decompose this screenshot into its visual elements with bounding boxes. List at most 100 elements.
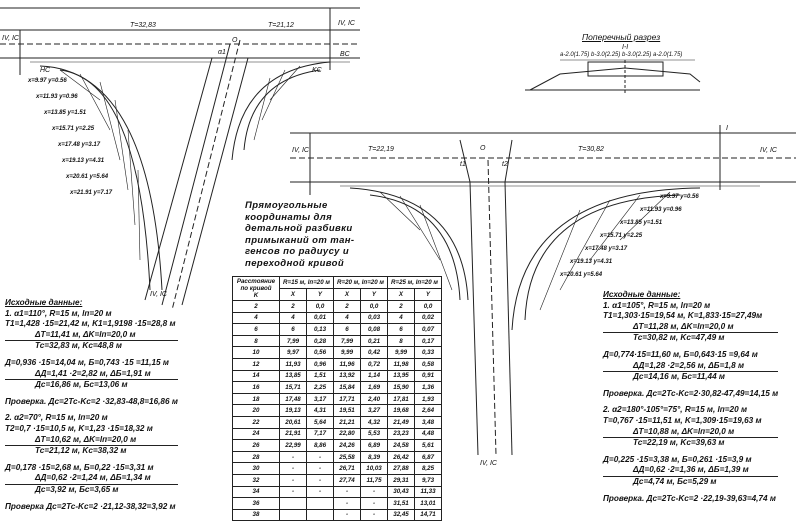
offset-label: x=20.61 y=5.64 bbox=[65, 174, 109, 180]
cell-value: - bbox=[306, 462, 334, 475]
offset-label: x=17.48 y=3.17 bbox=[57, 142, 101, 148]
cell-value: - bbox=[360, 485, 388, 499]
offset-label: x=9.97 y=0.56 bbox=[659, 194, 699, 200]
cell-k: 18 bbox=[232, 392, 280, 406]
cell-k: 24 bbox=[232, 427, 280, 441]
tangent-label-1: T=32,83 bbox=[130, 22, 156, 29]
cell-k: 38 bbox=[232, 508, 280, 521]
block-line: Дc=14,16 м, Бc=11,44 м bbox=[633, 372, 725, 382]
block-line: Tc=22,19 м, Kc=39,63 м bbox=[633, 438, 725, 448]
offset-label: x=15.71 y=2.25 bbox=[51, 126, 95, 132]
cell-value: 2 bbox=[279, 300, 307, 313]
cell-value: - bbox=[333, 497, 361, 510]
header-k: K bbox=[253, 292, 259, 299]
caption-line: детальной разбивки bbox=[245, 223, 353, 235]
cross-section-subtitle: I-I bbox=[622, 44, 629, 51]
road-label-bc: BC bbox=[340, 51, 351, 58]
caption-line: переходной кривой bbox=[245, 257, 345, 269]
block-line: T2=0,7 ·15=10,5 м, K=1,23 ·15=18,32 м bbox=[5, 423, 153, 433]
cell-k: 28 bbox=[232, 450, 280, 464]
cell-value bbox=[306, 497, 334, 510]
header-group-r20: R=20 м, lп=20 м bbox=[333, 276, 388, 289]
left-hatching bbox=[59, 65, 301, 261]
cell-value: - bbox=[333, 508, 361, 521]
block-line: ΔД=1,28 ·2=2,56 м, ΔБ=1,8 м bbox=[603, 361, 779, 373]
left-curve-inner bbox=[59, 69, 151, 291]
cell-value: 8 bbox=[387, 334, 415, 348]
block-line: ΔT=11,41 м, ΔK=lп=20,0 м bbox=[5, 330, 178, 342]
block-line: ΔT=11,28 м, ΔK=lп=20,0 м bbox=[603, 322, 779, 334]
road-label-iv-right2: IV, IC bbox=[292, 147, 310, 154]
offset-labels-left: x=9.97 y=0.56 x=11.93 y=0.96 x=13.85 y=1… bbox=[27, 78, 113, 196]
cell-value: 6 bbox=[333, 323, 361, 336]
road-label-t2: t2 bbox=[502, 161, 508, 168]
cell-k: 8 bbox=[232, 334, 280, 348]
cell-value: 1,14 bbox=[360, 369, 388, 383]
cell-value: 8,86 bbox=[306, 439, 334, 452]
header-distance: Расстояние по кривой bbox=[236, 278, 276, 292]
block-line: ΔД=0,62 ·2=1,24 м, ΔБ=1,34 м bbox=[5, 473, 178, 485]
cell-value: 0,28 bbox=[306, 334, 334, 348]
cell-value: 2,25 bbox=[306, 381, 334, 394]
cell-value: - bbox=[306, 485, 334, 499]
block-line: 2. α2=70°, R=15 м, lп=20 м bbox=[5, 413, 108, 423]
road-label-alpha: α1 bbox=[218, 49, 226, 56]
cell-value: 7,99 bbox=[279, 334, 307, 348]
cell-value: 0,03 bbox=[360, 311, 388, 325]
cell-value: 21,49 bbox=[387, 415, 415, 429]
cell-value: 30,43 bbox=[387, 485, 415, 499]
cell-value: 21,91 bbox=[279, 427, 307, 441]
cell-value: - bbox=[306, 450, 334, 464]
cell-value: 13,92 bbox=[333, 369, 361, 383]
cell-value: 23,23 bbox=[387, 427, 415, 441]
header-group-r25: R=25 м, lп=20 м bbox=[387, 276, 442, 289]
cross-section-title: Поперечный разрез bbox=[582, 32, 661, 42]
block-line: Tc=21,12 м, Kc=38,32 м bbox=[35, 446, 127, 456]
road-label-bottom-right: IV, IC bbox=[480, 460, 498, 467]
cell-k: 4 bbox=[232, 311, 280, 325]
road-label-kc: KC bbox=[312, 67, 323, 74]
cell-k: 12 bbox=[232, 357, 280, 371]
cell-value: 24,26 bbox=[333, 439, 361, 452]
offset-label: x=17.48 y=3.17 bbox=[584, 246, 628, 252]
offset-label: x=11.93 y=0.96 bbox=[639, 207, 682, 213]
cell-value: 0,08 bbox=[360, 323, 388, 336]
road-label-iv-left: IV, IC bbox=[2, 35, 20, 42]
cell-value: 10,03 bbox=[360, 462, 388, 475]
block-line: Д=0,178 ·15=2,68 м, Б=0,22 ·15=3,31 м bbox=[5, 462, 154, 472]
block-line: Tc=30,82 м, Kc=47,49 м bbox=[633, 333, 725, 343]
right-hatching bbox=[379, 191, 671, 311]
cell-value: - bbox=[360, 508, 388, 521]
cell-value: 29,31 bbox=[387, 473, 415, 487]
block-line: Tc=32,83 м, Kc=48,8 м bbox=[35, 341, 122, 351]
cell-k: 26 bbox=[232, 439, 280, 452]
block-line: T1=1,428 ·15=21,42 м, K1=1,9198 ·15=28,8… bbox=[5, 319, 176, 329]
cell-value: 26,42 bbox=[387, 450, 415, 464]
cell-value: 0,07 bbox=[414, 323, 442, 336]
cell-value: 0,02 bbox=[414, 311, 442, 325]
cell-value: 11,93 bbox=[279, 357, 307, 371]
cell-value: 6,87 bbox=[414, 450, 442, 464]
cell-value: 4 bbox=[387, 311, 415, 325]
cell-value: 31,51 bbox=[387, 497, 415, 510]
cell-value: 17,71 bbox=[333, 392, 361, 406]
cell-value: 5,53 bbox=[360, 427, 388, 441]
cell-value: 3,48 bbox=[414, 415, 442, 429]
cell-value: 26,71 bbox=[333, 462, 361, 475]
cell-value: 4,48 bbox=[414, 427, 442, 441]
cell-value: 4 bbox=[333, 311, 361, 325]
tangent-label-3: T=22,19 bbox=[368, 146, 394, 153]
left-initial-data: Исходные данные:1. α1=110°, R=15 м, lп=2… bbox=[5, 298, 178, 512]
cell-k: 16 bbox=[232, 381, 280, 394]
cell-value: 5,61 bbox=[414, 439, 442, 452]
header-x: X bbox=[333, 288, 361, 301]
